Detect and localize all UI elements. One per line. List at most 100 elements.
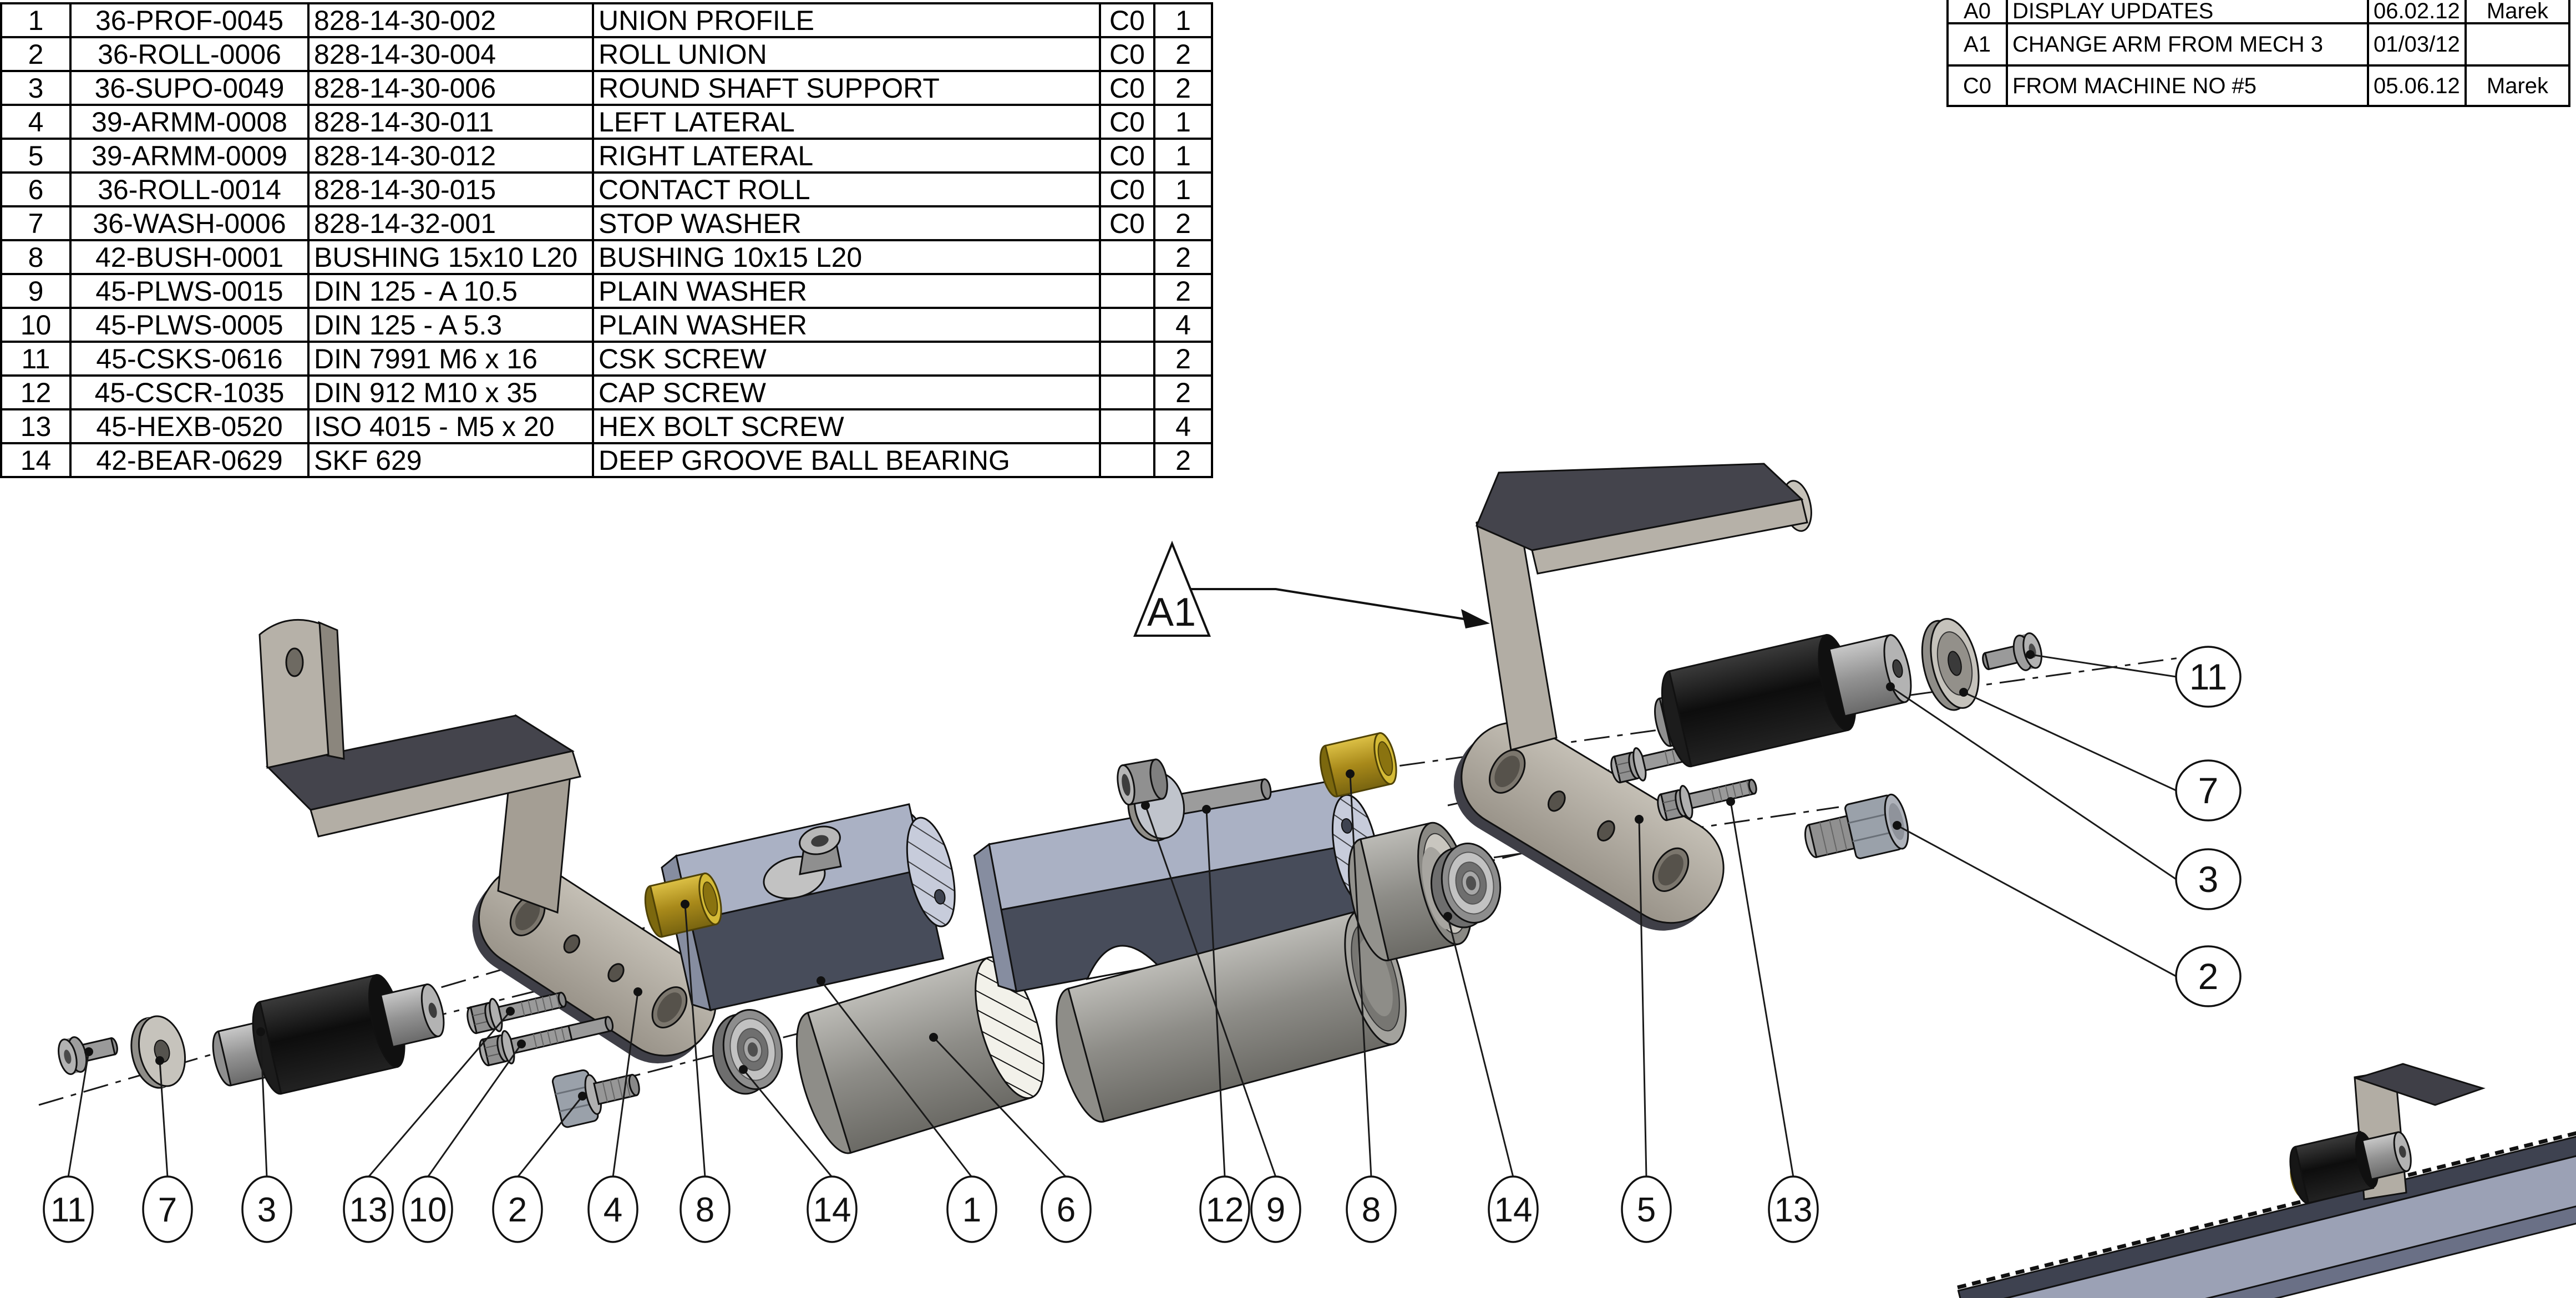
bom-cell: CSK SCREW: [592, 341, 1101, 377]
bom-cell: 8: [0, 239, 72, 275]
svg-text:1: 1: [962, 1191, 981, 1229]
part-left-lateral-arm-4: [258, 618, 717, 1064]
bom-cell: CONTACT ROLL: [592, 171, 1101, 207]
bom-cell: C0: [1099, 2, 1155, 38]
bom-cell: 39-ARMM-0009: [69, 138, 310, 174]
svg-text:11: 11: [50, 1191, 86, 1229]
bom-cell: C0: [1099, 104, 1155, 140]
svg-text:13: 13: [349, 1191, 388, 1229]
bom-cell: SKF 629: [307, 442, 594, 478]
bom-cell: HEX BOLT SCREW: [592, 408, 1101, 444]
balloon-10: 10: [402, 1175, 453, 1243]
bom-cell: 828-14-30-004: [307, 36, 594, 72]
bom-cell: [1099, 341, 1155, 377]
bom-cell: 3: [0, 70, 72, 106]
balloon-8-right: 8: [1346, 1175, 1397, 1243]
balloon-12: 12: [1199, 1175, 1250, 1243]
bom-cell: 45-PLWS-0015: [69, 273, 310, 309]
bom-cell: 11: [0, 341, 72, 377]
balloon-4: 4: [587, 1175, 638, 1243]
bom-cell: 2: [1153, 273, 1213, 309]
svg-text:11: 11: [2189, 656, 2228, 697]
bom-cell: STOP WASHER: [592, 205, 1101, 241]
bom-cell: 39-ARMM-0008: [69, 104, 310, 140]
bom-cell: 4: [0, 104, 72, 140]
balloon-2-far-right: 2: [2175, 945, 2242, 1007]
balloon-14-left: 14: [807, 1175, 858, 1243]
bom-cell: [1099, 408, 1155, 444]
bom-cell: 2: [1153, 70, 1213, 106]
bom-cell: 2: [1153, 36, 1213, 72]
svg-text:7: 7: [2198, 770, 2219, 811]
revision-description: DISPLAY UPDATES: [2006, 0, 2369, 24]
part-hex-bolt-10-washer-left: [475, 1014, 614, 1071]
balloon-6: 6: [1041, 1175, 1092, 1243]
bom-cell: 828-14-30-002: [307, 2, 594, 38]
bom-cell: 828-14-32-001: [307, 205, 594, 241]
revision-rev: C0: [1946, 64, 2008, 107]
balloon-14-right: 14: [1488, 1175, 1539, 1243]
revision-row: C0 FROM MACHINE NO #5 05.06.12 Marek: [1946, 64, 2570, 107]
bom-cell: BUSHING 10x15 L20: [592, 239, 1101, 275]
bom-cell: 1: [1153, 104, 1213, 140]
bom-cell: 828-14-30-006: [307, 70, 594, 106]
bom-cell: C0: [1099, 205, 1155, 241]
bom-cell: DIN 125 - A 10.5: [307, 273, 594, 309]
svg-text:3: 3: [257, 1191, 276, 1229]
balloons: 11 7 3 13 10 2 4 8 14 1 6 12 9 8 14 5 13…: [43, 646, 2242, 1243]
svg-text:14: 14: [813, 1191, 851, 1229]
svg-text:4: 4: [604, 1191, 622, 1229]
bom-cell: ROLL UNION: [592, 36, 1101, 72]
revision-name: Marek: [2465, 0, 2570, 24]
bom-cell: [1099, 307, 1155, 343]
balloon-1: 1: [946, 1175, 997, 1243]
bom-cell: DIN 7991 M6 x 16: [307, 341, 594, 377]
part-stop-washer-7-right: [1921, 618, 1980, 711]
bom-cell: C0: [1099, 138, 1155, 174]
bom-cell: 10: [0, 307, 72, 343]
bom-cell: [1099, 442, 1155, 478]
bom-cell: [1099, 273, 1155, 309]
bom-cell: DEEP GROOVE BALL BEARING: [592, 442, 1101, 478]
bom-cell: BUSHING 15x10 L20: [307, 239, 594, 275]
bom-cell: 45-CSCR-1035: [69, 374, 310, 410]
bom-cell: 36-ROLL-0014: [69, 171, 310, 207]
balloon-5: 5: [1621, 1175, 1672, 1243]
revision-table: A0 DISPLAY UPDATES 06.02.12 Marek A1 CHA…: [1946, 0, 2570, 107]
bom-cell: 7: [0, 205, 72, 241]
bom-cell: 45-CSKS-0616: [69, 341, 310, 377]
bom-cell: C0: [1099, 171, 1155, 207]
bom-cell: UNION PROFILE: [592, 2, 1101, 38]
balloon-7-far-right: 7: [2175, 759, 2242, 822]
part-shaft-support-roller-3-right: [1654, 633, 1912, 768]
revision-row: A1 CHANGE ARM FROM MECH 3 01/03/12: [1946, 22, 2570, 67]
bom-cell: 36-ROLL-0006: [69, 36, 310, 72]
svg-text:2: 2: [2198, 956, 2219, 997]
balloon-3-left: 3: [241, 1175, 292, 1243]
balloon-3-far-right: 3: [2175, 848, 2242, 910]
bom-cell: DIN 125 - A 5.3: [307, 307, 594, 343]
revision-date: 01/03/12: [2367, 22, 2467, 67]
bom-cell: ROUND SHAFT SUPPORT: [592, 70, 1101, 106]
bom-cell: 2: [1153, 374, 1213, 410]
svg-text:9: 9: [1266, 1191, 1285, 1229]
part-stop-washer-7-left: [130, 1015, 186, 1089]
balloon-8-left: 8: [680, 1175, 731, 1243]
part-roll-union-nut-2-left: [551, 1069, 640, 1128]
bom-cell: 1: [1153, 171, 1213, 207]
revision-rev: A0: [1946, 0, 2008, 24]
part-roll-union-2-cylinder: [1056, 910, 1407, 1123]
svg-text:3: 3: [2198, 859, 2219, 900]
bom-cell: 12: [0, 374, 72, 410]
